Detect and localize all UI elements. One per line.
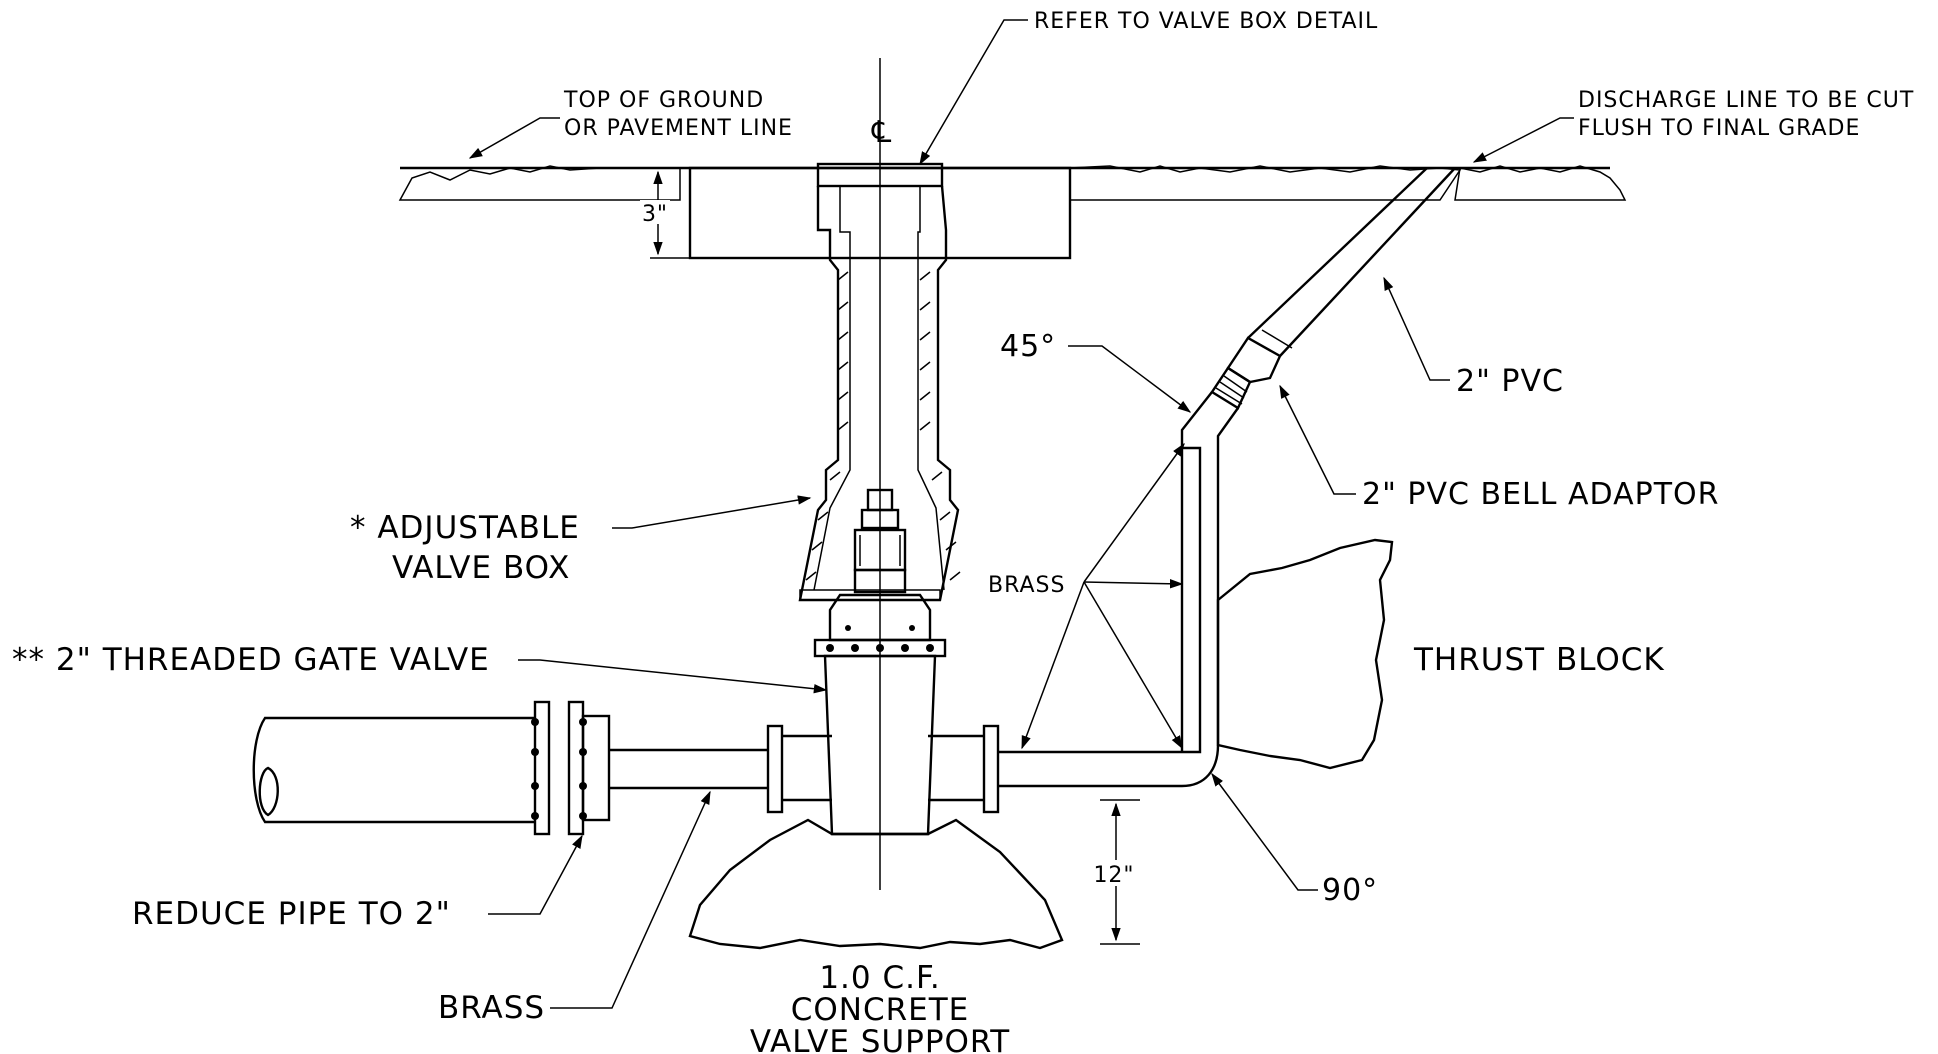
pvc-discharge-line [1210, 167, 1456, 410]
centerline-symbol: ℄ [871, 115, 892, 150]
valve-box [798, 162, 961, 602]
discharge-label-2: FLUSH TO FINAL GRADE [1578, 116, 1860, 141]
brass-pipe-left [609, 724, 832, 814]
elbow-90-label: 90° [1322, 873, 1378, 908]
leader-lines [468, 19, 1574, 1009]
concrete-valve-support [688, 818, 1064, 950]
bell-adaptor-label: 2" PVC BELL ADAPTOR [1362, 477, 1720, 512]
thrust-block [1216, 538, 1394, 770]
top-of-ground-label-2: OR PAVEMENT LINE [564, 116, 793, 141]
brass-upper-label: BRASS [988, 573, 1065, 598]
dimension-12in: 12" [1093, 799, 1140, 945]
dim-12in-label: 12" [1093, 863, 1134, 888]
dim-3in-label: 3" [642, 202, 668, 227]
main-pipe [252, 700, 611, 836]
support-label-3: VALVE SUPPORT [750, 1024, 1010, 1054]
elbow-45-label: 45° [1000, 329, 1056, 364]
pvc-2in-label: 2" PVC [1456, 364, 1564, 399]
adjustable-label-1: * ADJUSTABLE [350, 510, 580, 546]
reduce-pipe-label: REDUCE PIPE TO 2" [132, 896, 451, 932]
labels: REFER TO VALVE BOX DETAIL TOP OF GROUND … [12, 9, 1914, 1054]
top-of-ground-label-1: TOP OF GROUND [563, 88, 764, 113]
dimension-3in: 3" [640, 167, 690, 259]
gate-valve-label: ** 2" THREADED GATE VALVE [12, 642, 490, 678]
refer-valve-box-label: REFER TO VALVE BOX DETAIL [1034, 9, 1378, 34]
support-label-1: 1.0 C.F. [819, 960, 940, 996]
thrust-block-label: THRUST BLOCK [1413, 642, 1665, 678]
brass-lower-label: BRASS [438, 990, 545, 1026]
brass-pipe-right [928, 724, 1182, 814]
adjustable-label-2: VALVE BOX [392, 550, 570, 586]
discharge-label-1: DISCHARGE LINE TO BE CUT [1578, 88, 1914, 113]
support-label-2: CONCRETE [791, 992, 970, 1028]
riser-pipe [1180, 391, 1239, 788]
